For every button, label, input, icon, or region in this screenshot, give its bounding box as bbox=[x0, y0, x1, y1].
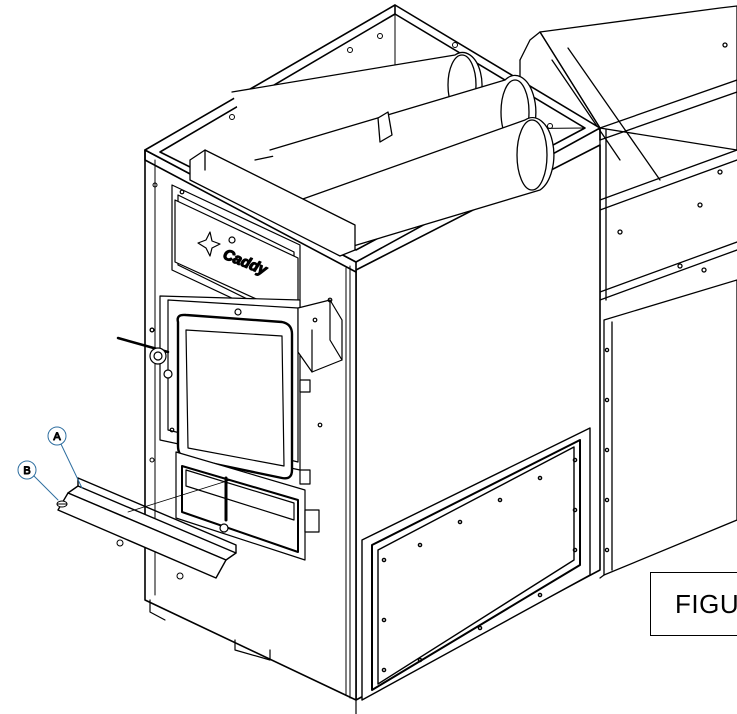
callout-a-letter: A bbox=[53, 431, 61, 443]
rear-plenum bbox=[519, 5, 737, 301]
screw-b bbox=[56, 500, 68, 508]
top-flue-panel bbox=[189, 149, 356, 257]
right-side-panel bbox=[599, 279, 737, 579]
callout-b: B bbox=[17, 460, 59, 501]
figure-label-box: FIGU bbox=[650, 572, 737, 636]
front-panel-screws bbox=[116, 182, 184, 580]
figure-label: FIGU bbox=[675, 589, 737, 619]
callout-a: A bbox=[47, 426, 83, 489]
cabinet-base bbox=[149, 599, 357, 714]
front-door-assembly: Caddy bbox=[116, 184, 343, 561]
lower-access-panel bbox=[361, 427, 591, 701]
callout-b-letter: B bbox=[23, 465, 30, 477]
heat-exchanger-tubes bbox=[231, 51, 555, 251]
